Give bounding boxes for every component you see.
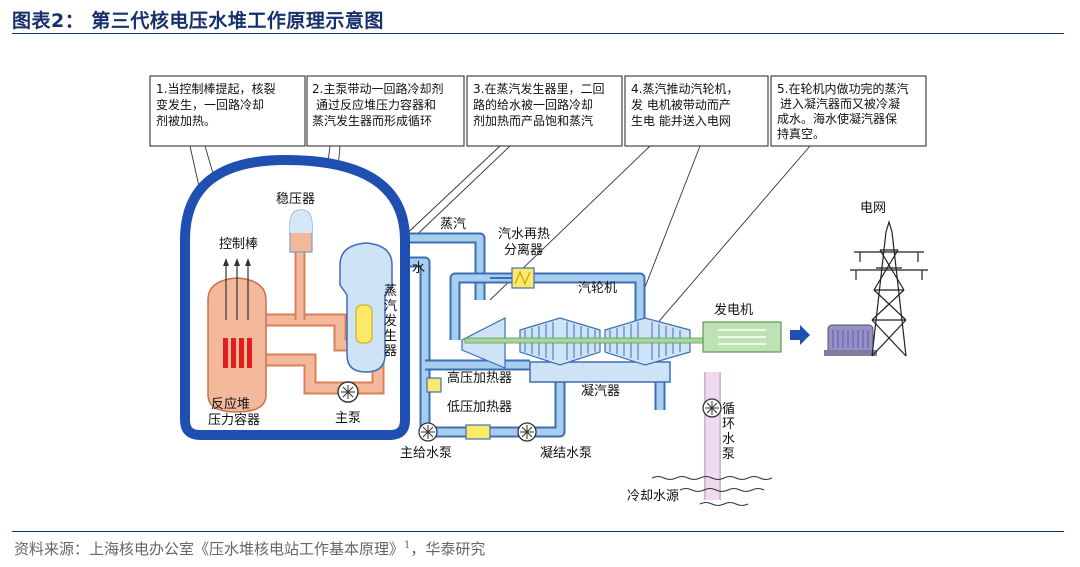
note-1-line-1: 1.当控制棒提起，核裂 (156, 81, 275, 96)
note-2-line-3: 蒸汽发生器而形成循环 (312, 113, 432, 128)
note-4-line-1: 4.蒸汽推动汽轮机， (631, 81, 738, 96)
fuel-rod-4 (247, 338, 252, 368)
source-rule (12, 531, 1064, 532)
note-box-3: 3.在蒸汽发生器里，二回 路的给水被一回路冷却 剂加热而产品饱和蒸汽 (466, 75, 623, 147)
label-feedwater-pump: 主给水泵 (400, 446, 452, 461)
source-sup: 1 (404, 540, 411, 551)
fuel-rod-3 (239, 338, 244, 368)
fuel-rod-1 (223, 338, 228, 368)
label-water: 水 (412, 261, 425, 276)
note-4-line-2: 发 电机被带动而产 (631, 97, 731, 112)
note-box-5: 5.在轮机内做功完的蒸汽 进入凝汽器而又被冷凝 成水。海水使凝汽器保 持真空。 (770, 75, 927, 147)
label-reactor-vessel-2: 压力容器 (208, 412, 260, 428)
arrow-right-icon (790, 325, 810, 345)
svg-text:水: 水 (722, 432, 735, 447)
lp-heater-block-1 (426, 377, 442, 393)
note-box-2: 2.主泵带动一回路冷却剂 通过反应堆压力容器和 蒸汽发生器而形成循环 (306, 75, 465, 147)
primary-loop (207, 209, 393, 413)
svg-text:蒸: 蒸 (384, 284, 397, 299)
note-3-line-3: 剂加热而产品饱和蒸汽 (473, 113, 593, 128)
label-cooling-source: 冷却水源 (627, 489, 679, 504)
label-turbine: 汽轮机 (578, 281, 617, 296)
label-reactor-vessel-1: 反应堆 (211, 396, 250, 412)
feedwater-pump-icon (418, 422, 438, 442)
label-separator-1: 汽水再热 (498, 227, 550, 242)
svg-text:生: 生 (384, 329, 397, 344)
label-condensate-pump: 凝结水泵 (540, 445, 592, 461)
note-2-line-1: 2.主泵带动一回路冷却剂 (312, 81, 443, 96)
note-5-line-1: 5.在轮机内做功完的蒸汽 (777, 81, 908, 96)
label-grid: 电网 (860, 201, 886, 216)
label-pressurizer: 稳压器 (276, 191, 315, 207)
svg-text:环: 环 (722, 417, 735, 432)
transformer-icon (824, 324, 877, 356)
svg-text:泵: 泵 (722, 447, 735, 462)
note-1-line-3: 剂被加热。 (156, 113, 216, 128)
note-3-line-1: 3.在蒸汽发生器里，二回 (473, 81, 604, 96)
note-5-line-3: 成水。海水使凝汽器保 (777, 111, 897, 126)
label-lp-heater: 低压加热器 (447, 400, 512, 415)
label-steam-generator: 蒸 汽 发 生 器 (384, 284, 397, 359)
label-circulating-pump: 循 环 水 泵 (722, 402, 735, 462)
turbine-shaft (464, 337, 706, 344)
note-3-line-2: 路的给水被一回路冷却 (473, 97, 593, 112)
fuel-rod-2 (231, 338, 236, 368)
label-condenser: 凝汽器 (581, 383, 620, 399)
source-text: 资料来源：上海核电办公室《压水堆核电站工作基本原理》 (14, 540, 405, 558)
title-rule (12, 33, 1064, 34)
note-5-line-4: 持真空。 (777, 126, 825, 141)
label-steam: 蒸汽 (440, 217, 466, 232)
label-separator-2: 分离器 (504, 242, 543, 258)
reactor-vessel (207, 277, 267, 413)
label-hp-heater: 高压加热器 (447, 370, 512, 386)
svg-text:循: 循 (722, 402, 735, 417)
svg-text:器: 器 (384, 344, 397, 359)
condensate-pump-icon (517, 422, 537, 442)
label-generator: 发电机 (714, 302, 753, 318)
source-note: 资料来源：上海核电办公室《压水堆核电站工作基本原理》1，华泰研究 (14, 538, 485, 559)
transmission-tower-icon (850, 219, 928, 357)
svg-text:汽: 汽 (384, 299, 397, 314)
figure-title: 图表2： 第三代核电压水堆工作原理示意图 (12, 10, 384, 32)
note-4-line-3: 生电 能并送入电网 (631, 113, 731, 128)
svg-text:发: 发 (384, 313, 397, 329)
label-control-rods: 控制棒 (219, 237, 258, 252)
note-5-line-2: 进入凝汽器而又被冷凝 (780, 96, 900, 111)
note-box-1: 1.当控制棒提起，核裂 变发生，一回路冷却 剂被加热。 (149, 75, 306, 147)
note-2-line-2: 通过反应堆压力容器和 (316, 97, 436, 112)
source-suffix: ，华泰研究 (410, 540, 486, 558)
cooling-loop (702, 372, 722, 500)
generator (702, 321, 782, 353)
note-1-line-2: 变发生，一回路冷却 (156, 97, 264, 112)
lp-heater-block-2 (465, 424, 491, 440)
condenser-box (529, 361, 671, 383)
note-box-4: 4.蒸汽推动汽轮机， 发 电机被带动而产 生电 能并送入电网 (624, 75, 769, 147)
label-main-pump: 主泵 (335, 411, 361, 426)
water-surface (651, 476, 773, 506)
